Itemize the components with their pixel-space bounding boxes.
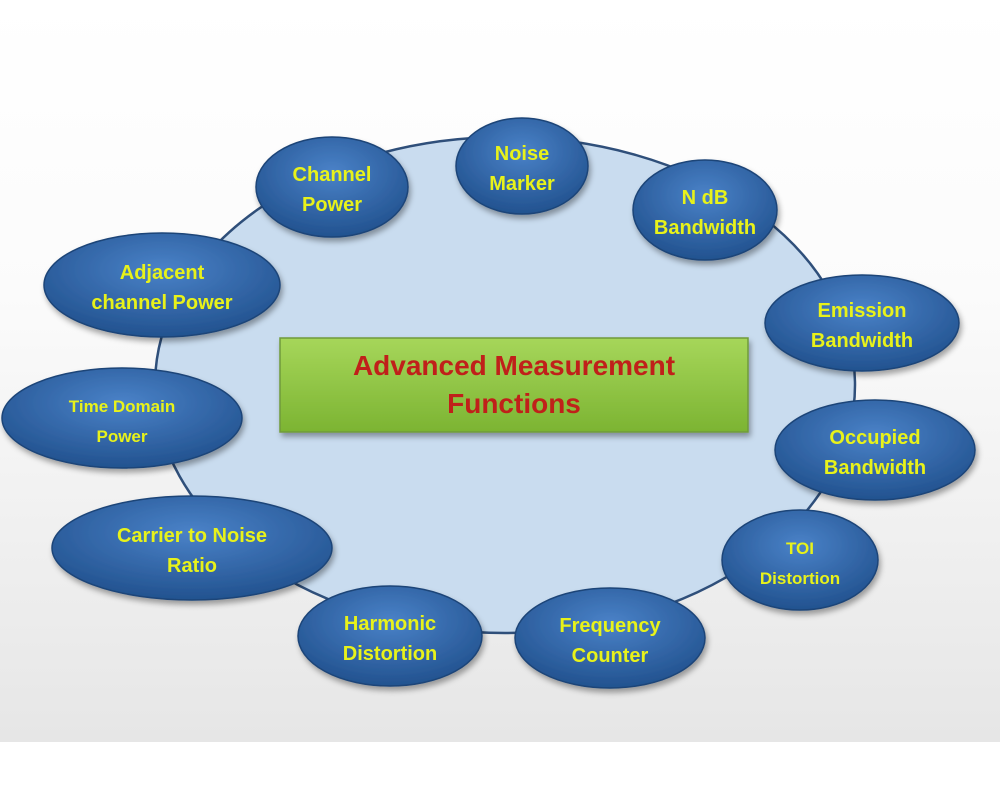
node-ellipse <box>43 232 281 338</box>
node-label: Bandwidth <box>811 330 913 352</box>
node-label: Emission <box>818 300 907 322</box>
node-ellipse <box>51 495 333 601</box>
node-ellipse <box>514 587 706 689</box>
node-label: Noise <box>495 143 549 165</box>
node-label: Distortion <box>343 643 437 665</box>
node-label: Ratio <box>167 555 217 577</box>
node-ellipse <box>1 367 243 469</box>
node-adjacent-channel-power: Adjacent channel Power <box>43 232 281 338</box>
node-toi-distortion: TOI Distortion <box>721 509 879 611</box>
node-label: Power <box>96 427 147 446</box>
node-label: Distortion <box>760 569 840 588</box>
node-label: Harmonic <box>344 613 436 635</box>
node-label: Frequency <box>559 615 661 637</box>
node-ellipse <box>455 117 589 215</box>
node-ellipse <box>764 274 960 372</box>
node-ellipse <box>632 159 778 261</box>
node-n-db-bandwidth: N dB Bandwidth <box>632 159 778 261</box>
node-label: Counter <box>572 645 649 667</box>
node-label: Bandwidth <box>654 217 756 239</box>
node-ellipse <box>721 509 879 611</box>
node-label: Carrier to Noise <box>117 525 267 547</box>
node-ellipse <box>774 399 976 501</box>
node-label: TOI <box>786 539 814 558</box>
node-label: N dB <box>682 187 729 209</box>
node-ellipse <box>297 585 483 687</box>
node-label: channel Power <box>91 292 232 314</box>
node-label: Marker <box>489 173 555 195</box>
node-label: Bandwidth <box>824 457 926 479</box>
title-box: Advanced Measurement Functions <box>279 337 749 433</box>
node-label: Time Domain <box>69 397 175 416</box>
node-label: Occupied <box>829 427 920 449</box>
node-label: Adjacent <box>120 262 205 284</box>
title-line-2: Functions <box>447 388 581 419</box>
title-line-1: Advanced Measurement <box>353 350 675 381</box>
node-label: Channel <box>293 164 372 186</box>
node-ellipse <box>255 136 409 238</box>
node-label: Power <box>302 194 362 216</box>
